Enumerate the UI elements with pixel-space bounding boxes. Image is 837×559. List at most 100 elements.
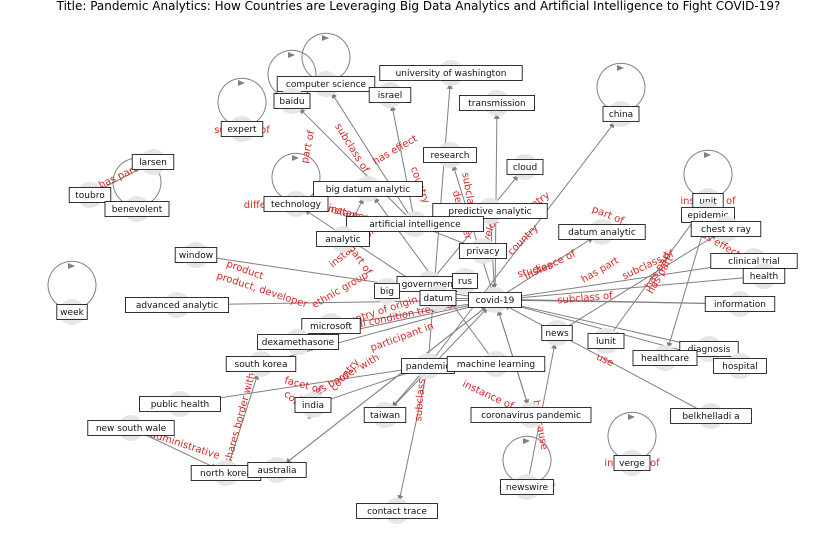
node-health[interactable]: health: [742, 263, 786, 289]
node-verge[interactable]: verge: [613, 450, 651, 476]
node-hospital[interactable]: hospital: [713, 353, 767, 379]
node-label: research: [431, 151, 470, 161]
node-label: government: [402, 280, 457, 290]
node-university_of_washington[interactable]: university of washington: [379, 60, 523, 86]
node-label: public health: [151, 400, 209, 410]
edge-news-to-chest_x_ray: [556, 233, 718, 334]
self-loop-edge-newswire: [502, 435, 552, 485]
node-label-box: [587, 333, 625, 349]
node-label-box: [458, 95, 535, 111]
self-loop-edge-china: [596, 62, 646, 112]
node-taiwan[interactable]: taiwan: [363, 402, 407, 428]
node-microsoft[interactable]: microsoft: [301, 313, 361, 339]
node-rus[interactable]: rus: [452, 268, 478, 294]
node-artificial_intelligence[interactable]: artificial intelligence: [346, 211, 484, 237]
node-label-box: [541, 325, 573, 341]
node-information[interactable]: information: [704, 291, 776, 317]
node-week[interactable]: week: [56, 299, 88, 325]
edge-north_korea-to-south_korea: [225, 373, 259, 474]
node-label: university of washington: [396, 69, 507, 79]
node-cloud[interactable]: cloud: [506, 154, 544, 180]
node-label: pandemic: [406, 362, 450, 372]
node-north_korea[interactable]: north korea: [190, 460, 262, 486]
node-label-box: [104, 201, 170, 217]
node-baidu[interactable]: baidu: [273, 88, 311, 114]
node-transmission[interactable]: transmission: [458, 90, 535, 116]
node-big_datum_analytic[interactable]: big datum analytic: [313, 176, 423, 202]
self-loop-edge-unit: [683, 149, 733, 199]
node-label: hospital: [722, 362, 758, 372]
edge-pandemic-to-china: [427, 121, 616, 367]
node-news[interactable]: news: [541, 320, 573, 346]
edge-label-predictive_analytic-covid_19: country: [506, 223, 541, 258]
node-australia[interactable]: australia: [247, 457, 307, 483]
node-pandemic[interactable]: pandemic: [401, 353, 455, 379]
node-label: information: [714, 300, 766, 310]
node-benevolent[interactable]: benevolent: [104, 196, 170, 222]
node-public_health[interactable]: public health: [139, 391, 221, 417]
node-technology[interactable]: technology: [263, 191, 329, 217]
node-newswire[interactable]: newswire: [500, 474, 554, 500]
node-healthcare[interactable]: healthcare: [632, 345, 698, 371]
node-datum_analytic[interactable]: datum analytic: [558, 219, 646, 245]
node-label-box: [506, 159, 544, 175]
node-south_korea[interactable]: south korea: [225, 351, 297, 377]
node-label: taiwan: [370, 411, 400, 421]
node-contact_trace[interactable]: contact trace: [356, 498, 438, 524]
node-label-box: [346, 216, 484, 232]
node-chest_x_ray[interactable]: chest x ray: [690, 216, 762, 242]
node-label-box: [313, 181, 423, 197]
node-label-box: [68, 187, 112, 203]
node-israel[interactable]: israel: [368, 82, 412, 108]
node-label: big datum analytic: [326, 185, 410, 195]
node-label: news: [545, 329, 569, 339]
node-label: analytic: [325, 235, 361, 245]
node-privacy[interactable]: privacy: [458, 238, 507, 264]
node-computer_science[interactable]: computer science: [276, 71, 376, 97]
node-label: australia: [257, 466, 296, 476]
node-label-box: [273, 93, 311, 109]
node-layer: computer science university of washington…: [56, 60, 798, 524]
node-label-box: [500, 479, 554, 495]
node-clinical_trial[interactable]: clinical trial: [710, 248, 798, 274]
edge-label-covid_19-transmission: has effect: [371, 133, 419, 167]
node-dexamethasone[interactable]: dexamethasone: [257, 329, 339, 355]
node-label: cloud: [513, 163, 537, 173]
node-label-box: [294, 397, 332, 413]
node-analytic[interactable]: analytic: [316, 226, 370, 252]
node-new_south_wale[interactable]: new south wale: [87, 415, 175, 441]
node-label-box: [174, 247, 218, 263]
node-label: epidemic: [687, 211, 728, 221]
edge-covid_19-to-datum_analytic: [494, 236, 594, 301]
node-big[interactable]: big: [374, 278, 400, 304]
node-research[interactable]: research: [423, 142, 477, 168]
node-advanced_analytic[interactable]: advanced analytic: [125, 292, 229, 318]
node-label-box: [446, 356, 546, 372]
node-label-box: [419, 290, 457, 306]
node-label: privacy: [466, 247, 500, 257]
node-machine_learning[interactable]: machine learning: [446, 351, 546, 377]
node-india[interactable]: india: [294, 392, 332, 418]
node-label-box: [56, 304, 88, 320]
edge-label-pandemic-contact_trace: subclass: [413, 378, 428, 422]
node-label: dexamethasone: [262, 338, 335, 348]
node-datum[interactable]: datum: [419, 285, 457, 311]
node-belkhelladi_a[interactable]: belkhelladi a: [670, 403, 752, 429]
node-larsen[interactable]: larsen: [131, 149, 175, 175]
node-label: benevolent: [112, 205, 163, 215]
node-label: predictive analytic: [448, 207, 531, 217]
edge-australia-to-covid_19: [276, 305, 488, 471]
node-china[interactable]: china: [602, 101, 640, 127]
self-loop-edge-verge: [607, 411, 657, 461]
edge-label-covid_19-datum_analytic: has part: [580, 255, 621, 285]
self-loop-edge-computer_science: [301, 32, 351, 82]
node-label-box: [690, 221, 762, 237]
edge-label-artificial_intelligence-baidu: subclass of: [332, 122, 371, 175]
node-label: rus: [458, 277, 472, 287]
node-covid_19[interactable]: covid-19: [468, 287, 522, 313]
node-toubro[interactable]: toubro: [68, 182, 112, 208]
node-lunit[interactable]: lunit: [587, 328, 625, 354]
node-coronavirus_pandemic[interactable]: coronavirus pandemic: [470, 402, 592, 428]
node-window[interactable]: window: [174, 242, 218, 268]
node-expert[interactable]: expert: [220, 116, 264, 142]
